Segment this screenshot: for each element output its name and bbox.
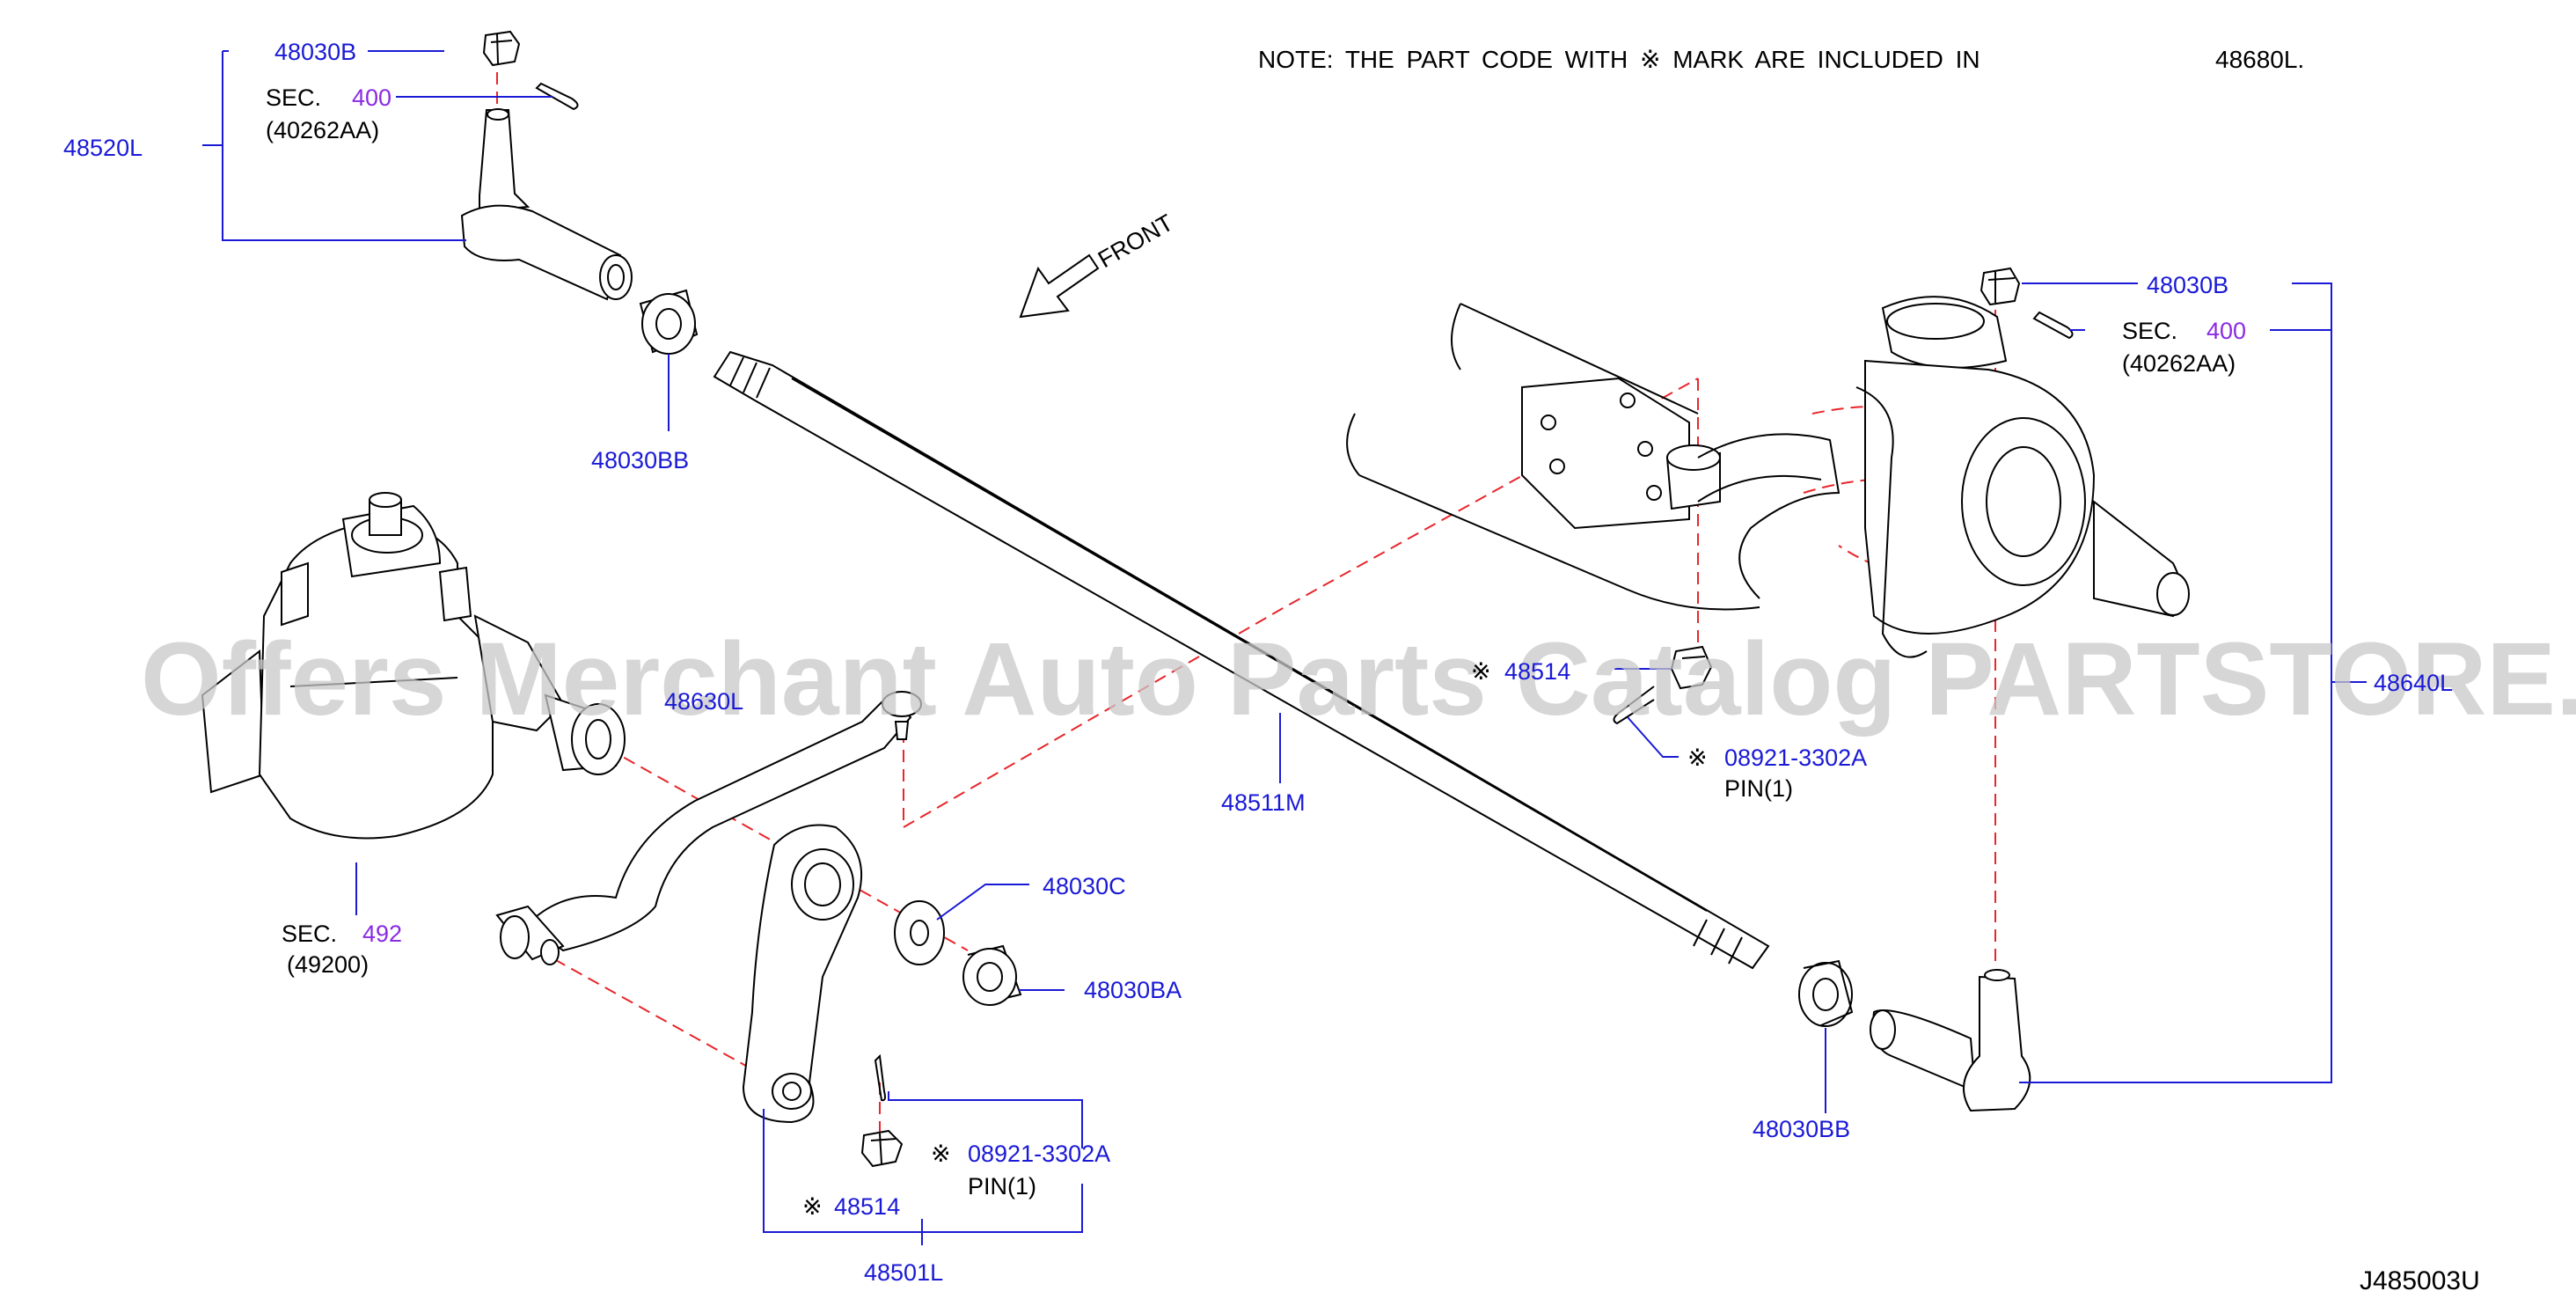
watermark-text: Offers Merchant Auto Parts Catalog PARTS… [141, 621, 2576, 737]
label-sec-gear-sub: (49200) [287, 951, 369, 978]
label-tie-rod-end-right[interactable]: 48640L [2374, 670, 2453, 696]
label-sec-top-right: SEC. [2122, 318, 2177, 344]
label-washer[interactable]: 48030C [1043, 873, 1126, 899]
washer-part [894, 900, 945, 965]
drag-link-part [495, 691, 922, 965]
bushing-left-part [639, 289, 699, 355]
label-sec-top-right-sub: (40262AA) [2122, 350, 2236, 377]
label-bushing-left[interactable]: 48030BB [591, 447, 689, 473]
axle-knuckle-part [1346, 296, 2190, 658]
bushing-idler-part [962, 944, 1022, 1006]
mark-pin-mid: ※ [1687, 745, 1708, 771]
label-bushing-right[interactable]: 48030BB [1753, 1116, 1850, 1142]
front-arrow-icon [1019, 253, 1100, 319]
label-sec-gear: SEC. [282, 921, 337, 947]
label-pin-mid-code[interactable]: 08921-3302A [1724, 745, 1867, 771]
steering-gear-part [201, 492, 626, 840]
label-drag-link[interactable]: 48630L [664, 688, 743, 715]
label-nut-top-left[interactable]: 48030B [274, 39, 356, 65]
label-sec-gear-num[interactable]: 492 [362, 921, 402, 947]
mark-nut-bottom: ※ [802, 1193, 823, 1220]
tie-rod-end-right-part [1870, 969, 2031, 1112]
label-sec-top-left-sub: (40262AA) [266, 117, 379, 143]
label-sec-top-left: SEC. [266, 84, 321, 111]
label-idler-arm[interactable]: 48501L [864, 1259, 943, 1286]
note-part: 48680L. [2215, 46, 2304, 73]
label-nut-top-right[interactable]: 48030B [2147, 272, 2228, 298]
castle-nut-bottom-icon [860, 1129, 904, 1168]
cotter-pin-bottom-icon [874, 1053, 886, 1102]
tie-rod-end-left-part [460, 30, 633, 301]
label-pin-bottom-desc: PIN(1) [968, 1173, 1036, 1200]
cotter-pin-top-right-icon [2032, 311, 2074, 340]
label-nut-mid[interactable]: 48514 [1504, 658, 1570, 685]
label-tie-rod[interactable]: 48511M [1221, 789, 1306, 816]
label-pin-mid-desc: PIN(1) [1724, 775, 1793, 802]
label-sec-top-right-num[interactable]: 400 [2206, 318, 2246, 344]
idler-arm-part [742, 824, 863, 1124]
label-sec-top-left-num[interactable]: 400 [352, 84, 392, 111]
note-text: NOTE: THE PART CODE WITH ※ MARK ARE INCL… [1258, 46, 1980, 73]
mark-nut-mid: ※ [1471, 658, 1491, 685]
cotter-pin-mid-icon [1613, 686, 1655, 725]
front-label: FRONT [1094, 209, 1178, 273]
label-tie-rod-end-left[interactable]: 48520L [63, 135, 143, 161]
castle-nut-top-right-icon [1980, 267, 2021, 306]
label-pin-bottom-code[interactable]: 08921-3302A [968, 1141, 1110, 1167]
cotter-pin-top-left-icon [535, 82, 579, 111]
label-bushing-idler[interactable]: 48030BA [1084, 977, 1182, 1003]
label-nut-bottom[interactable]: 48514 [834, 1193, 900, 1220]
tie-rod-part [713, 350, 1770, 970]
diagram-code: J485003U [2360, 1266, 2480, 1295]
castle-nut-top-left-icon [482, 30, 521, 67]
bushing-right-part [1798, 959, 1854, 1027]
leader-lines [202, 50, 2367, 1245]
castle-nut-mid-icon [1670, 645, 1713, 690]
mark-pin-bottom: ※ [931, 1141, 951, 1167]
